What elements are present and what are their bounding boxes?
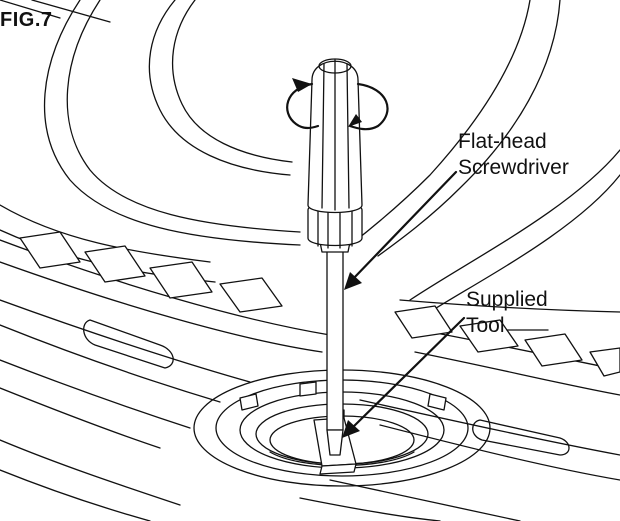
ridged-rails [0, 231, 620, 521]
callout-screwdriver-line2: Screwdriver [458, 156, 569, 179]
figure-label: FIG.7 [0, 9, 53, 31]
callout-tool-line1: Supplied [466, 288, 548, 311]
arrowhead-screwdriver [344, 272, 362, 290]
leader-arrows [342, 170, 549, 438]
screwdriver [286, 58, 389, 456]
callout-tool-line2: Tool [466, 314, 505, 337]
callout-screwdriver-line1: Flat-head [458, 130, 547, 153]
arrowhead-tool [342, 420, 360, 438]
